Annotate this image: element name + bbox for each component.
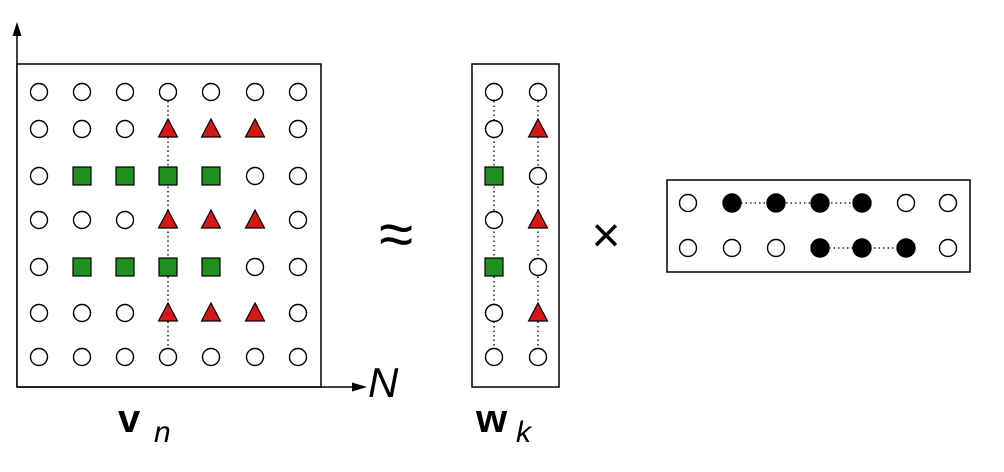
empty-circle-icon bbox=[288, 347, 308, 367]
empty-circle-icon bbox=[158, 347, 178, 367]
green-square-icon bbox=[115, 257, 135, 277]
empty-circle-icon bbox=[484, 119, 504, 139]
empty-circle-icon bbox=[158, 82, 178, 102]
empty-circle-icon bbox=[115, 119, 135, 139]
label-v-n: v n bbox=[118, 397, 171, 449]
empty-circle-icon bbox=[678, 193, 698, 213]
green-square-icon bbox=[158, 257, 178, 277]
green-square-icon bbox=[484, 257, 504, 277]
empty-circle-icon bbox=[72, 82, 92, 102]
empty-circle-icon bbox=[938, 238, 958, 258]
empty-circle-icon bbox=[115, 303, 135, 323]
empty-circle-icon bbox=[115, 82, 135, 102]
empty-circle-icon bbox=[288, 210, 308, 230]
filled-circle-icon bbox=[810, 238, 830, 258]
green-square-icon bbox=[115, 166, 135, 186]
empty-circle-icon bbox=[115, 347, 135, 367]
red-triangle-icon bbox=[527, 301, 549, 322]
empty-circle-icon bbox=[938, 193, 958, 213]
filled-circle-icon bbox=[896, 238, 916, 258]
empty-circle-icon bbox=[288, 166, 308, 186]
empty-circle-icon bbox=[29, 210, 49, 230]
label-w-main: w bbox=[475, 397, 508, 441]
red-triangle-icon bbox=[527, 208, 549, 229]
filled-circle-icon bbox=[722, 193, 742, 213]
empty-circle-icon bbox=[201, 347, 221, 367]
empty-circle-icon bbox=[72, 210, 92, 230]
red-triangle-icon bbox=[157, 208, 179, 229]
empty-circle-icon bbox=[29, 303, 49, 323]
empty-circle-icon bbox=[29, 347, 49, 367]
empty-circle-icon bbox=[722, 238, 742, 258]
red-triangle-icon bbox=[527, 117, 549, 138]
empty-circle-icon bbox=[766, 238, 786, 258]
red-triangle-icon bbox=[200, 117, 222, 138]
empty-circle-icon bbox=[72, 303, 92, 323]
empty-circle-icon bbox=[484, 303, 504, 323]
empty-circle-icon bbox=[288, 303, 308, 323]
empty-circle-icon bbox=[29, 82, 49, 102]
matrix-h-cells bbox=[678, 193, 958, 258]
empty-circle-icon bbox=[678, 238, 698, 258]
empty-circle-icon bbox=[484, 347, 504, 367]
label-w-sub: k bbox=[516, 416, 533, 449]
label-v-main: v bbox=[118, 397, 141, 441]
empty-circle-icon bbox=[484, 210, 504, 230]
green-square-icon bbox=[72, 166, 92, 186]
filled-circle-icon bbox=[766, 193, 786, 213]
green-square-icon bbox=[201, 257, 221, 277]
red-triangle-icon bbox=[157, 117, 179, 138]
red-triangle-icon bbox=[244, 208, 266, 229]
matrix-w-cells bbox=[484, 82, 549, 367]
red-triangle-icon bbox=[244, 301, 266, 322]
filled-circle-icon bbox=[810, 193, 830, 213]
empty-circle-icon bbox=[201, 82, 221, 102]
empty-circle-icon bbox=[245, 347, 265, 367]
approx-sign: ≈ bbox=[379, 200, 413, 269]
green-square-icon bbox=[72, 257, 92, 277]
empty-circle-icon bbox=[896, 193, 916, 213]
matrix-v-cells bbox=[29, 82, 308, 367]
red-triangle-icon bbox=[200, 301, 222, 322]
empty-circle-icon bbox=[115, 210, 135, 230]
empty-circle-icon bbox=[288, 119, 308, 139]
green-square-icon bbox=[158, 166, 178, 186]
empty-circle-icon bbox=[528, 257, 548, 277]
empty-circle-icon bbox=[245, 166, 265, 186]
empty-circle-icon bbox=[245, 82, 265, 102]
label-w-k: w k bbox=[475, 397, 533, 449]
horizontal-axis bbox=[17, 382, 367, 392]
filled-circle-icon bbox=[852, 238, 872, 258]
empty-circle-icon bbox=[528, 166, 548, 186]
empty-circle-icon bbox=[29, 257, 49, 277]
empty-circle-icon bbox=[528, 82, 548, 102]
empty-circle-icon bbox=[72, 347, 92, 367]
green-square-icon bbox=[201, 166, 221, 186]
empty-circle-icon bbox=[29, 166, 49, 186]
red-triangle-icon bbox=[244, 117, 266, 138]
times-sign: × bbox=[591, 207, 620, 263]
label-v-sub: n bbox=[154, 416, 171, 449]
green-square-icon bbox=[484, 166, 504, 186]
empty-circle-icon bbox=[72, 119, 92, 139]
empty-circle-icon bbox=[528, 347, 548, 367]
empty-circle-icon bbox=[288, 82, 308, 102]
empty-circle-icon bbox=[245, 257, 265, 277]
empty-circle-icon bbox=[484, 82, 504, 102]
empty-circle-icon bbox=[29, 119, 49, 139]
red-triangle-icon bbox=[200, 208, 222, 229]
red-triangle-icon bbox=[157, 301, 179, 322]
filled-circle-icon bbox=[852, 193, 872, 213]
empty-circle-icon bbox=[288, 257, 308, 277]
axis-label-n: N bbox=[368, 359, 399, 406]
